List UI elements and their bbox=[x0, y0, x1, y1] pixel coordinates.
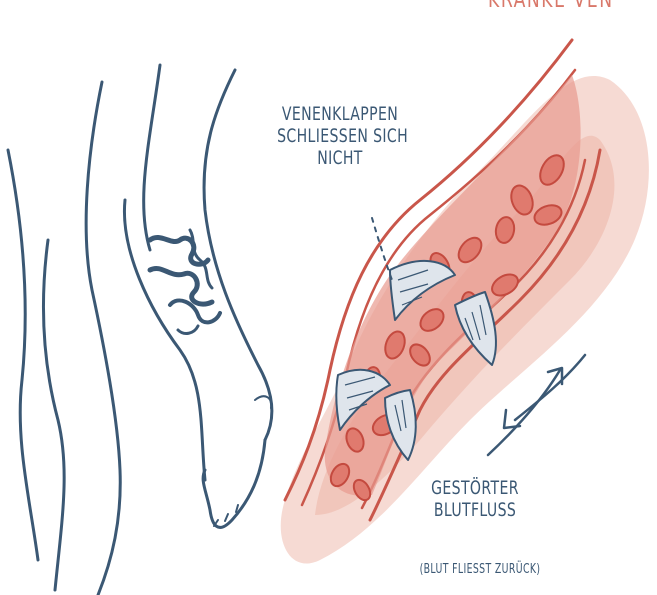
left-leg-outline bbox=[8, 150, 38, 560]
valves-line-3: NICHT bbox=[277, 148, 403, 170]
flow-line-2: BLUTFLUSS bbox=[427, 500, 523, 522]
flow-annotation: GESTÖRTER BLUTFLUSS bbox=[427, 478, 523, 522]
valves-annotation: VENENKLAPPEN SCHLIEßEN SICH NICHT bbox=[277, 104, 403, 170]
flow-line-1: GESTÖRTER bbox=[427, 478, 523, 500]
ankle-bone bbox=[255, 396, 271, 408]
middle-leg-shin bbox=[86, 82, 120, 595]
calf-outline bbox=[204, 70, 272, 440]
page-title-fragment: KRANKE VEN bbox=[488, 0, 614, 13]
valves-line-1: VENENKLAPPEN bbox=[277, 104, 403, 126]
middle-leg-back bbox=[144, 65, 160, 250]
flow-note: (BLUT FLIEßT ZURÜCK) bbox=[397, 563, 563, 578]
valves-line-2: SCHLIEßEN SICH bbox=[277, 126, 403, 148]
left-leg-inner bbox=[43, 240, 64, 590]
varicose-vein-5 bbox=[178, 326, 198, 333]
foot-outline bbox=[203, 440, 265, 527]
legs-drawing bbox=[8, 65, 272, 595]
